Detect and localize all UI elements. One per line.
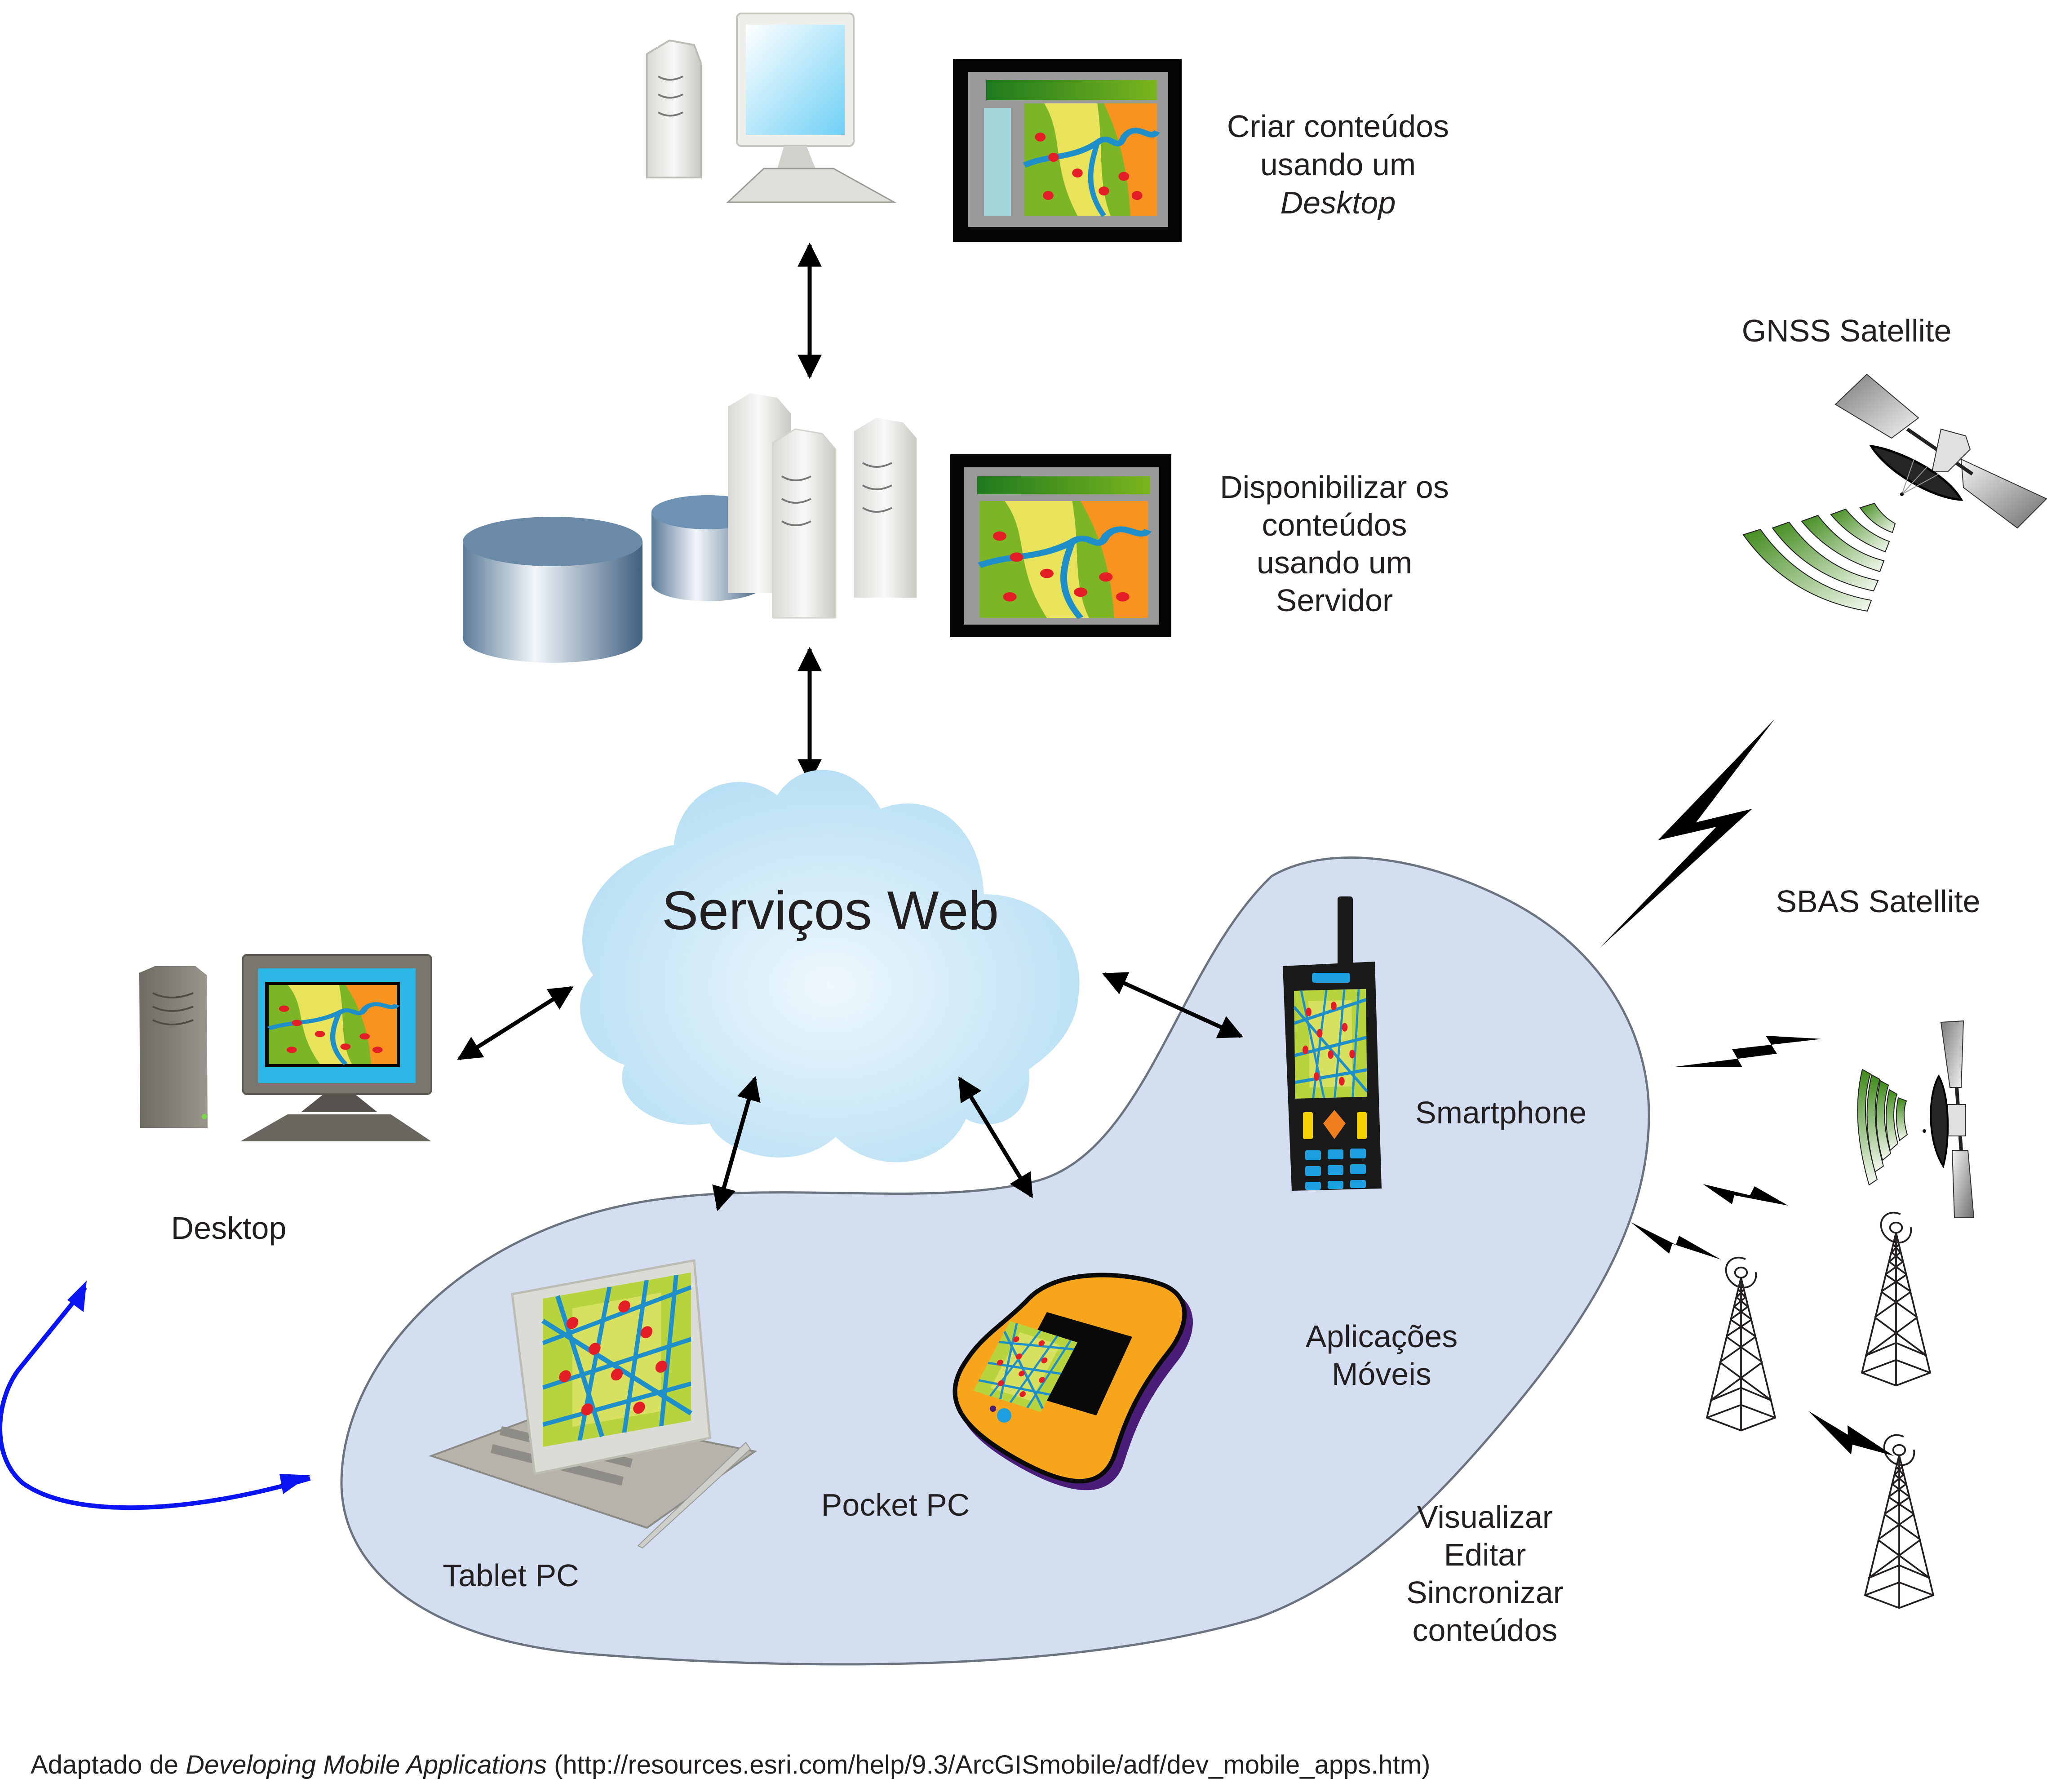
cell-tower-icon [1861, 1206, 1931, 1387]
caption-line: Aplicações [1306, 1319, 1458, 1354]
mobile-actions-caption: Visualizar Editar Sincronizar conteúdos [1406, 1499, 1564, 1648]
smartphone-icon [1283, 896, 1382, 1191]
sync-arrowhead-up [67, 1281, 87, 1312]
caption-line: Visualizar [1417, 1499, 1553, 1535]
sbas-satellite-icon [1923, 1020, 1975, 1218]
cell-tower-icon [1706, 1251, 1776, 1432]
tower-lightning-icon [1631, 1222, 1721, 1260]
desktop-computer-icon [139, 954, 432, 1141]
desktop-label: Desktop [171, 1211, 287, 1246]
caption-line: usando um [1257, 545, 1412, 580]
sync-arrow [0, 1286, 311, 1510]
caption-line: conteúdos [1262, 507, 1407, 542]
caption-line: Editar [1444, 1537, 1526, 1572]
arrow-cloud-tablet [712, 1076, 761, 1211]
caption-line: Sincronizar [1406, 1575, 1564, 1610]
citation-title: Developing Mobile Applications [186, 1750, 547, 1779]
server-map-window-icon [950, 454, 1171, 637]
tower-lightning-icon [1703, 1184, 1788, 1206]
publish-content-caption: Disponibilizar os conteúdos usando um Se… [1220, 470, 1449, 618]
pocket-pc-icon [953, 1273, 1193, 1490]
arrow-cloud-pocket-pc [958, 1076, 1033, 1198]
arrow-cloud-desktop [457, 986, 574, 1060]
sbas-lightning-icon [1671, 1036, 1822, 1067]
source-citation: Adaptado de Developing Mobile Applicatio… [31, 1750, 1430, 1779]
gnss-lightning-icon [1599, 719, 1775, 948]
sbas-signal-waves-icon [1857, 1069, 1908, 1186]
sbas-satellite-label: SBAS Satellite [1776, 884, 1980, 919]
top-map-window-icon [953, 59, 1182, 242]
caption-line: Disponibilizar os [1220, 470, 1449, 505]
mobile-applications-caption: Aplicações Móveis [1306, 1319, 1458, 1392]
caption-line: Criar conteúdos [1227, 109, 1449, 144]
arrow-cloud-smartphone [1102, 972, 1243, 1038]
citation-prefix: Adaptado de [31, 1750, 186, 1779]
server-towers-icon [728, 393, 917, 619]
cell-tower-icon [1864, 1428, 1934, 1609]
pocket-pc-label: Pocket PC [821, 1487, 970, 1522]
database-cylinders-icon [463, 495, 764, 663]
caption-line: conteúdos [1412, 1613, 1557, 1648]
tablet-pc-icon [428, 1259, 757, 1549]
caption-line: Móveis [1332, 1357, 1431, 1392]
web-services-cloud [580, 770, 1080, 1162]
sync-arrowhead-right [279, 1474, 310, 1494]
web-services-label: Serviços Web [662, 880, 999, 941]
create-content-caption: Criar conteúdos usando um Desktop [1227, 109, 1449, 220]
top-desktop-computer-icon [646, 13, 897, 203]
citation-url[interactable]: (http://resources.esri.com/help/9.3/ArcG… [547, 1750, 1430, 1779]
smartphone-label: Smartphone [1415, 1095, 1586, 1130]
tower-lightning-icon [1808, 1411, 1894, 1456]
caption-line: Servidor [1276, 583, 1393, 618]
tablet-pc-label: Tablet PC [443, 1558, 579, 1593]
caption-line: usando um [1260, 147, 1416, 182]
gnss-satellite-icon [1834, 373, 2047, 529]
gnss-signal-waves-icon [1742, 502, 1896, 612]
gnss-satellite-label: GNSS Satellite [1742, 313, 1952, 348]
caption-line: Desktop [1280, 185, 1396, 220]
